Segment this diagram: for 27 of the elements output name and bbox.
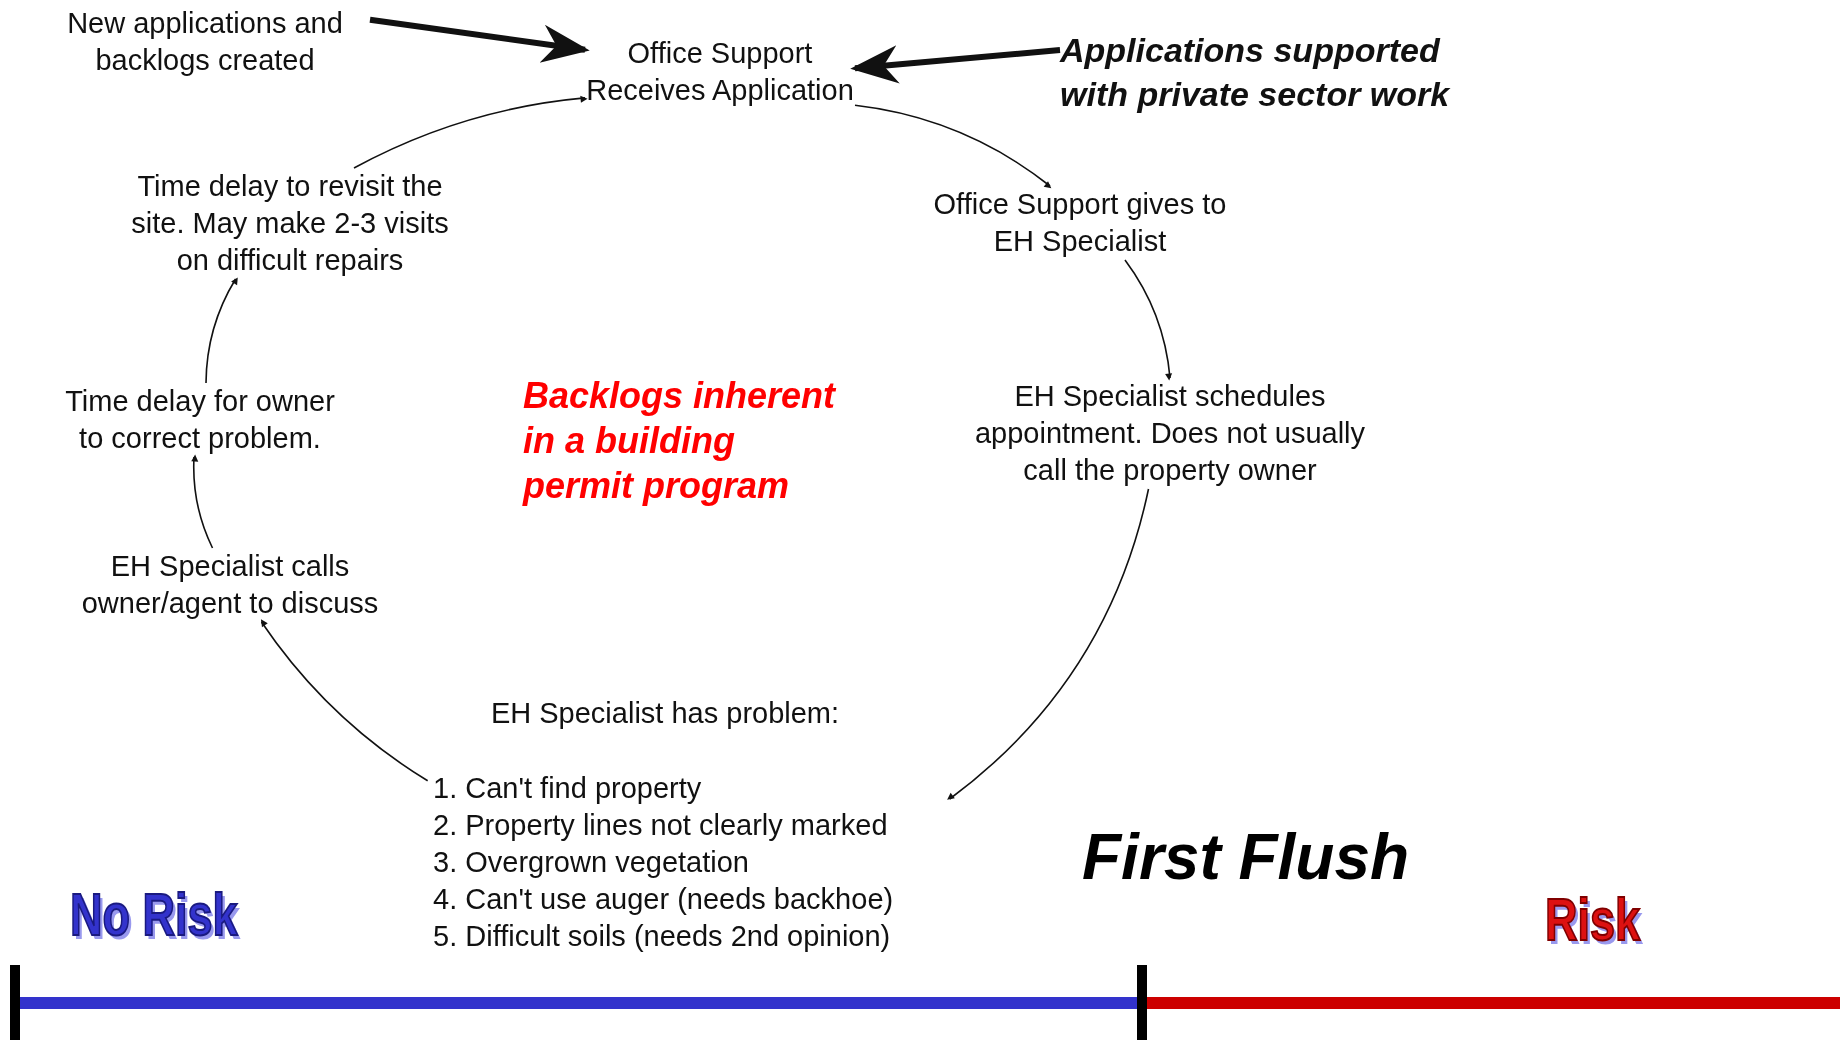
note-text: Backlogs inherent in a building permit program <box>523 374 837 508</box>
arrow <box>947 488 1150 800</box>
list-item: 4. Can't use auger (needs backhoe) <box>433 882 895 917</box>
note-text: Applications supported with private sector work <box>1060 30 1451 115</box>
arrow <box>854 104 1052 189</box>
scale-label: Risk <box>1545 885 1641 954</box>
heading-text: First Flush <box>1082 820 1410 894</box>
process-text: Time delay for owner to correct problem. <box>64 384 336 456</box>
arrow <box>369 16 590 63</box>
node-text: New applications and backlogs created <box>66 6 344 78</box>
arrow <box>850 45 1061 84</box>
list-item: 1. Can't find property <box>433 771 703 806</box>
process-text: Office Support gives to EH Specialist <box>932 187 1228 259</box>
list-item: 5. Difficult soils (needs 2nd opinion) <box>433 919 892 954</box>
arrow <box>353 95 588 169</box>
arrow <box>191 454 214 549</box>
process-text: Time delay to revisit the site. May make 2-3 visits on difficult repairs <box>130 169 450 278</box>
process-text: EH Specialist calls owner/agent to discuss <box>80 549 380 621</box>
scale-label: No Risk <box>70 880 238 949</box>
list-item: 3. Overgrown vegetation <box>433 845 750 880</box>
list-heading: EH Specialist has problem: <box>489 696 841 731</box>
process-text: EH Specialist schedules appointment. Does not usually call the property owner <box>973 379 1367 488</box>
arrow <box>1124 259 1172 381</box>
arrow <box>260 619 429 782</box>
arrow <box>205 277 238 384</box>
list-item: 2. Property lines not clearly marked <box>433 808 889 843</box>
process-text: Office Support Receives Application <box>585 36 855 108</box>
